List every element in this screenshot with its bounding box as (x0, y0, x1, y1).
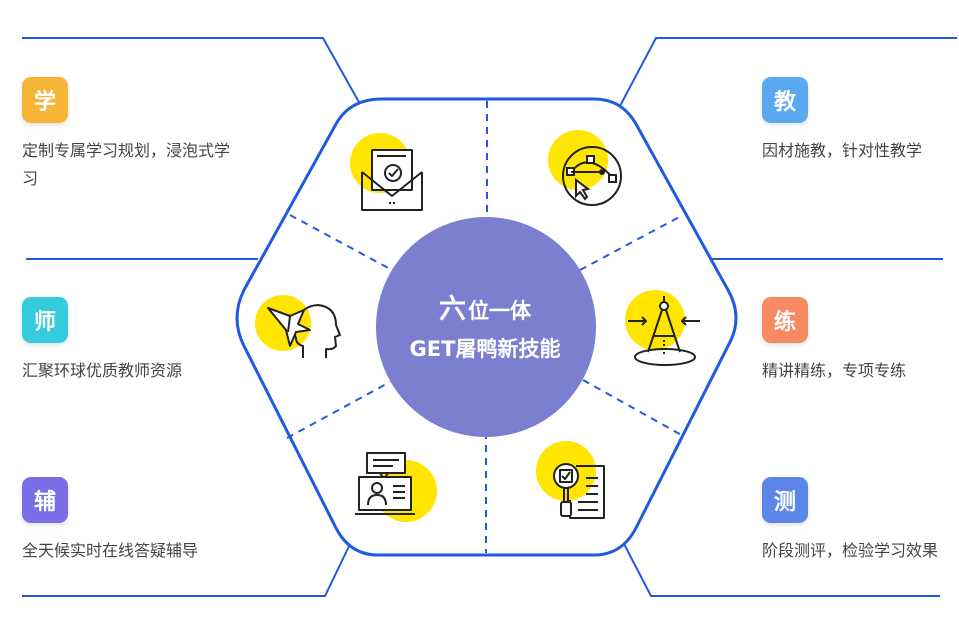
center-title-rest: 位一体 (468, 299, 531, 323)
dashed-dividers (286, 101, 686, 553)
feature-tutor: 辅 全天候实时在线答疑辅导 (22, 477, 262, 565)
bird-head-icon (255, 295, 341, 358)
design-curve-icon (548, 130, 622, 206)
feature-practice: 练 精讲精练，专项专练 (762, 297, 957, 385)
feature-learn: 学 定制专属学习规划，浸泡式学习 (22, 77, 237, 193)
magnifier-document-icon (536, 441, 605, 519)
feature-teacher: 师 汇聚环球优质教师资源 (22, 297, 262, 385)
envelope-icon (350, 133, 423, 211)
badge-teacher: 师 (22, 297, 68, 343)
feature-teach: 教 因材施教，针对性教学 (762, 77, 957, 165)
feature-test-desc: 阶段测评，检验学习效果 (762, 541, 939, 560)
divider-upper-left (289, 214, 393, 271)
leader-line-teach (619, 37, 957, 107)
center-title-big: 六 (439, 294, 466, 325)
divider-lower-left (286, 381, 391, 439)
leader-line-test (621, 539, 940, 597)
online-teacher-icon (355, 452, 437, 522)
leader-lines (22, 37, 957, 597)
feature-practice-desc: 精讲精练，专项专练 (762, 361, 907, 380)
feature-teacher-desc: 汇聚环球优质教师资源 (22, 361, 183, 380)
badge-test: 测 (762, 477, 808, 523)
badge-tutor: 辅 (22, 477, 68, 523)
leader-line-tutor (22, 539, 353, 597)
center-subtitle: GET屠鸭新技能 (409, 337, 561, 361)
feature-teach-desc: 因材施教，针对性教学 (762, 141, 923, 160)
compass-icon (625, 290, 700, 366)
badge-practice: 练 (762, 297, 808, 343)
leader-line-learn (22, 37, 361, 105)
badge-learn: 学 (22, 77, 68, 123)
badge-teach: 教 (762, 77, 808, 123)
center-circle (376, 217, 596, 437)
divider-lower-right (582, 379, 686, 438)
divider-upper-right (579, 214, 684, 271)
center-title: 六位一体 (375, 287, 595, 326)
feature-tutor-desc: 全天候实时在线答疑辅导 (22, 541, 199, 560)
feature-test: 测 阶段测评，检验学习效果 (762, 477, 959, 565)
feature-learn-desc: 定制专属学习规划，浸泡式学习 (22, 141, 231, 188)
